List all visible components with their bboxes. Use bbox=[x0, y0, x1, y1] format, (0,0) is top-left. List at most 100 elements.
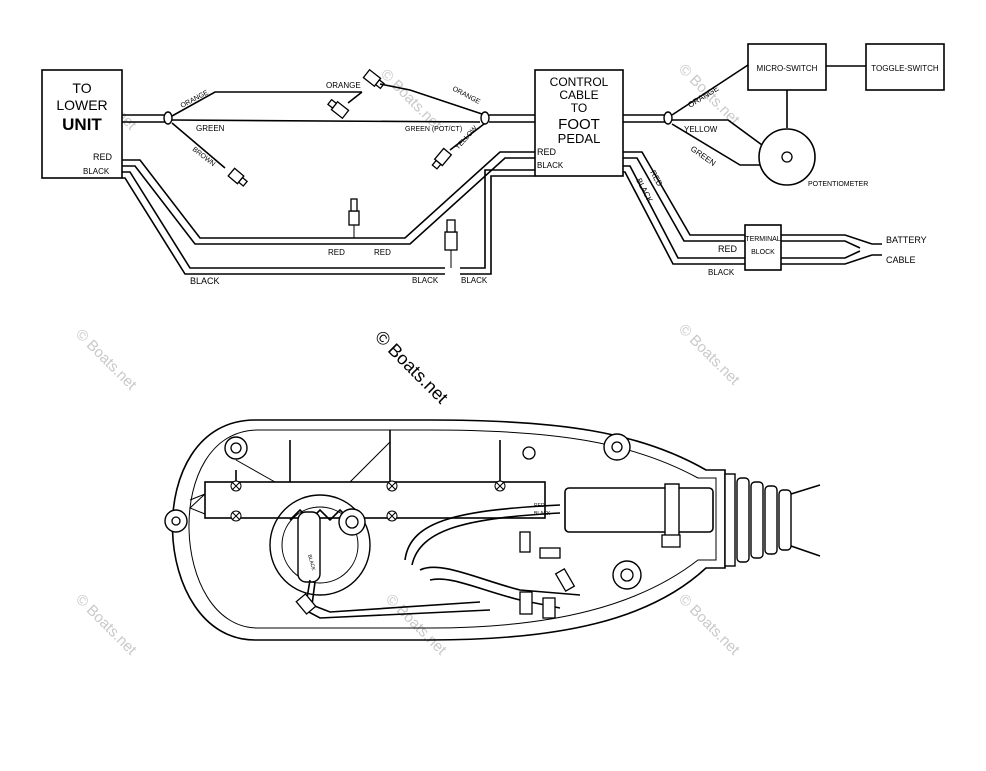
wire-bundle bbox=[429, 578, 561, 609]
yellow-pedal-label: YELLOW bbox=[684, 125, 718, 134]
watermark: © Boats.net bbox=[377, 66, 445, 134]
control-black-label: BLACK bbox=[537, 161, 564, 170]
orange-wire-left bbox=[171, 91, 362, 117]
black-label: BLACK bbox=[190, 276, 220, 286]
control-cable-label: CONTROL bbox=[550, 75, 609, 89]
mounting-post bbox=[522, 446, 536, 460]
orange-connector bbox=[362, 68, 386, 90]
red-pedal-wire bbox=[623, 151, 745, 236]
yellow-wire bbox=[449, 123, 485, 151]
lower-unit-box bbox=[41, 69, 123, 179]
red-pedal-wire-inner bbox=[623, 157, 745, 242]
harness-left bbox=[122, 114, 165, 123]
housing-connector bbox=[554, 567, 576, 593]
control-cable-label: FOOT bbox=[558, 116, 600, 133]
battery-cable-wires bbox=[781, 234, 873, 265]
wiring-schematic: TO LOWER UNIT RED BLACK ORANGE GREEN BRO… bbox=[41, 43, 945, 286]
orange-label: ORANGE bbox=[451, 86, 481, 107]
housing-connector bbox=[539, 547, 561, 559]
screw bbox=[386, 480, 398, 492]
rack-end-teeth bbox=[189, 493, 206, 515]
wire-bundle bbox=[311, 581, 481, 613]
housing-connector bbox=[542, 597, 556, 619]
black-wire-loop-inner bbox=[122, 177, 445, 275]
black-label: BLACK bbox=[412, 276, 439, 285]
watermark: © Boats.net bbox=[72, 591, 140, 659]
harness-tie-left bbox=[163, 111, 173, 125]
green-pot-label: GREEN (POT/CT) bbox=[405, 126, 462, 133]
terminal-block-label: TERMINAL bbox=[745, 236, 781, 243]
potentiometer-body bbox=[297, 511, 321, 583]
mounting-post bbox=[164, 509, 188, 533]
brown-wire bbox=[171, 122, 226, 169]
mounting-post bbox=[224, 436, 248, 460]
lower-unit-red-label: RED bbox=[93, 152, 113, 162]
green-wire bbox=[171, 119, 481, 123]
harness-tie-right bbox=[480, 111, 490, 125]
gear-ring bbox=[281, 506, 359, 584]
housing-red-label: RED bbox=[534, 503, 545, 509]
green-pedal-label: GREEN bbox=[689, 144, 718, 168]
housing-connector bbox=[519, 591, 533, 615]
cable-tie-head bbox=[661, 534, 681, 548]
lower-unit-label: TO bbox=[72, 80, 91, 96]
black-pedal-wire bbox=[623, 165, 745, 259]
terminal-block-label: BLOCK bbox=[751, 249, 775, 256]
red-wire-loop bbox=[122, 151, 535, 239]
red-connector bbox=[348, 198, 360, 238]
wire-bundle bbox=[419, 566, 581, 596]
cable-entry bbox=[564, 487, 714, 533]
housing-inner-rim bbox=[188, 429, 717, 629]
black-pedal-wire-inner bbox=[623, 171, 745, 265]
orange-pedal-wire bbox=[671, 64, 749, 116]
wire-bundle bbox=[404, 504, 561, 561]
terminal-block bbox=[744, 224, 782, 271]
brown-connector bbox=[227, 167, 249, 187]
micro-switch-label: MICRO-SWITCH bbox=[757, 64, 818, 73]
orange-wire-right bbox=[379, 83, 483, 115]
red-label: RED bbox=[328, 248, 345, 257]
red-label: RED bbox=[374, 248, 391, 257]
black-pedal-label: BLACK bbox=[634, 177, 655, 205]
center-watermark: © Boats.net bbox=[371, 327, 452, 408]
strain-relief-boot bbox=[724, 473, 821, 567]
battery-cable-end bbox=[872, 243, 882, 256]
green-label: GREEN bbox=[196, 124, 225, 133]
black-wire-return bbox=[460, 169, 535, 275]
control-red-label: RED bbox=[537, 147, 557, 157]
housing-connector bbox=[519, 531, 531, 553]
potentiometer-label: POTENTIOMETER bbox=[808, 181, 868, 188]
lower-unit-label: LOWER bbox=[56, 97, 107, 113]
mounting-post bbox=[612, 560, 642, 590]
housing-connector bbox=[295, 593, 317, 615]
wire-bundle bbox=[411, 512, 561, 566]
orange-connector bbox=[326, 98, 350, 120]
black-label: BLACK bbox=[461, 276, 488, 285]
control-cable-label: TO bbox=[571, 101, 587, 115]
orange-wire-mid bbox=[347, 91, 363, 104]
harness-right bbox=[489, 114, 535, 123]
wire-bundle bbox=[304, 579, 491, 619]
pot-wire-label: BLACK bbox=[306, 554, 316, 572]
cable-tie bbox=[664, 483, 680, 537]
orange-label: ORANGE bbox=[326, 81, 361, 90]
screw bbox=[230, 510, 242, 522]
potentiometer-shaft bbox=[781, 151, 793, 163]
micro-switch-box bbox=[747, 43, 827, 91]
control-cable-label: CABLE bbox=[559, 88, 598, 102]
red-wire-loop-inner bbox=[122, 157, 535, 245]
black-wire-loop bbox=[122, 171, 445, 269]
battery-label: BATTERY bbox=[886, 235, 927, 245]
toggle-switch-box bbox=[865, 43, 945, 91]
toggle-switch-label: TOGGLE-SWITCH bbox=[871, 64, 939, 73]
lower-unit-black-label: BLACK bbox=[83, 167, 110, 176]
black-connector bbox=[444, 219, 458, 268]
rack-supports bbox=[235, 430, 501, 482]
gear-pin-center bbox=[345, 515, 359, 529]
rack-braces bbox=[235, 441, 391, 483]
gear-teeth bbox=[289, 508, 351, 522]
gear-housing bbox=[269, 494, 371, 596]
screw bbox=[230, 480, 242, 492]
